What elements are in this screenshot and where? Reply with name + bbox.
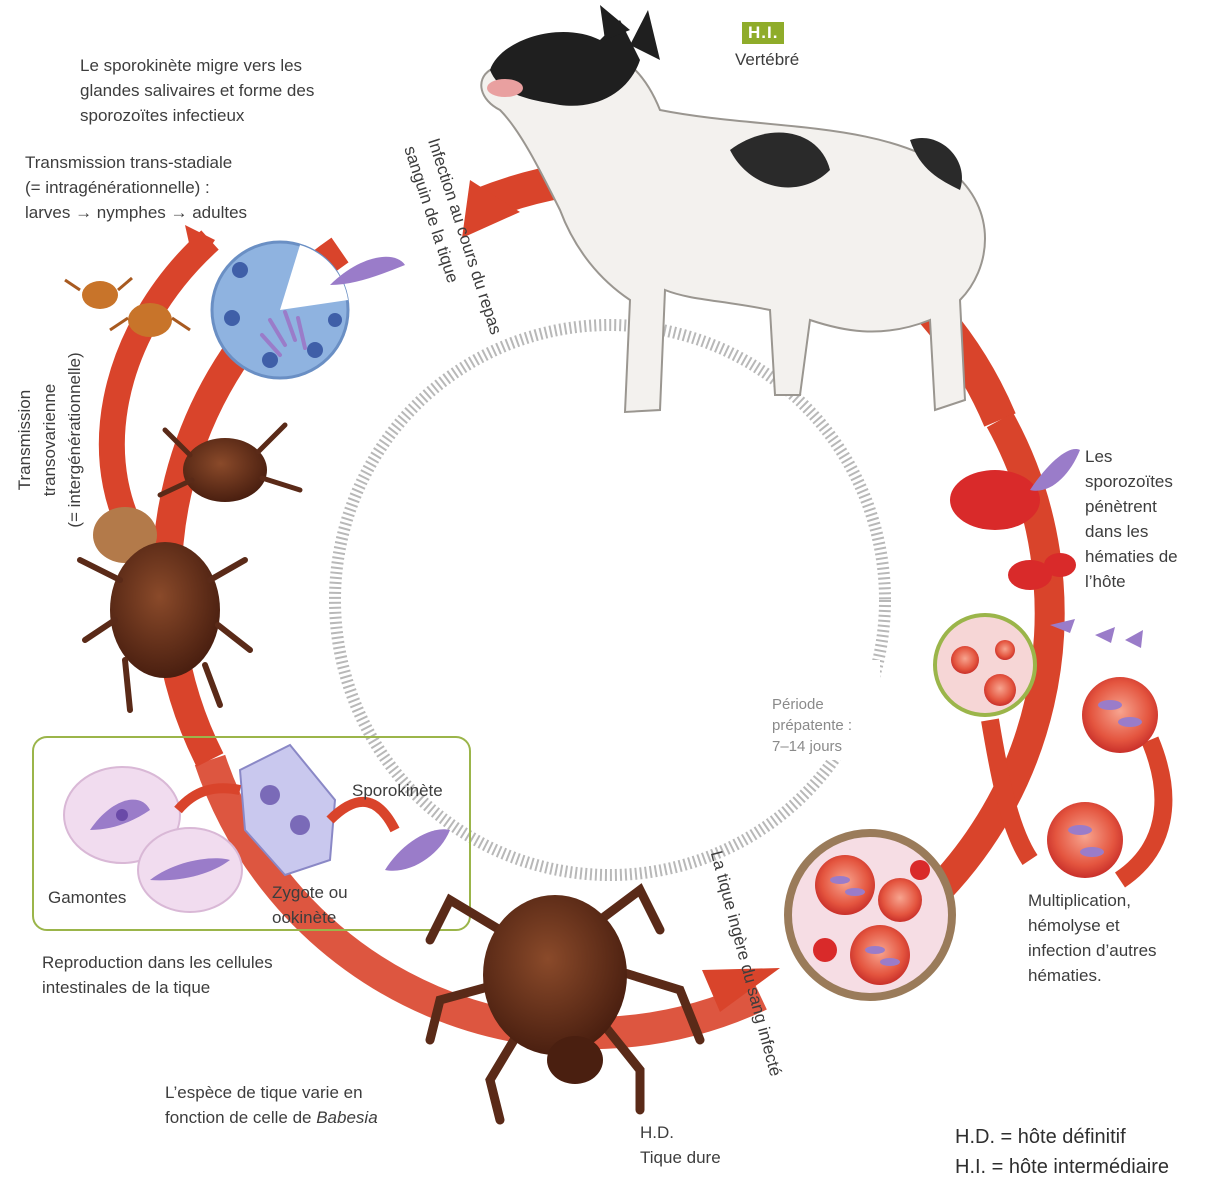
prepatent-period-text: Période prépatente : 7–14 jours xyxy=(772,694,852,757)
hi-badge: H.I. xyxy=(742,22,784,44)
hemolysis-circle xyxy=(788,833,952,997)
zygote-label: Zygote ou ookinète xyxy=(272,880,348,930)
intestinal-reproduction-text: Reproduction dans les cellules intestina… xyxy=(42,950,273,1000)
vertebrate-label: Vertébré xyxy=(735,47,799,72)
tick-species-line2: fonction de celle de xyxy=(165,1108,316,1127)
multiplication-text: Multiplication, hémolyse et infection d’… xyxy=(1028,888,1157,988)
tick-species-line1: L’espèce de tique varie en xyxy=(165,1083,363,1102)
trans-stadial-text: Transmission trans-stadiale (= intragéné… xyxy=(25,150,247,225)
tick-species-text: L’espèce de tique varie en fonction de ce… xyxy=(165,1080,378,1130)
salivary-gland-illustration xyxy=(212,242,405,378)
transovarian-text: Transmission transovarienne (= intergéné… xyxy=(12,340,87,540)
sporokinete-label: Sporokinète xyxy=(352,778,443,803)
sporokinete-migration-text: Le sporokinète migre vers les glandes sa… xyxy=(80,53,314,128)
definitive-host-label: H.D. Tique dure xyxy=(640,1120,721,1170)
sporozoites-penetrate-text: Les sporozoïtes pénètrent dans les hémat… xyxy=(1085,444,1178,594)
sporokinete-cell xyxy=(385,829,450,871)
legend-hd: H.D. = hôte définitif xyxy=(955,1122,1126,1152)
gamontes-label: Gamontes xyxy=(48,885,126,910)
legend-hi: H.I. = hôte intermédiaire xyxy=(955,1152,1169,1178)
babesia-genus-name: Babesia xyxy=(316,1108,377,1127)
